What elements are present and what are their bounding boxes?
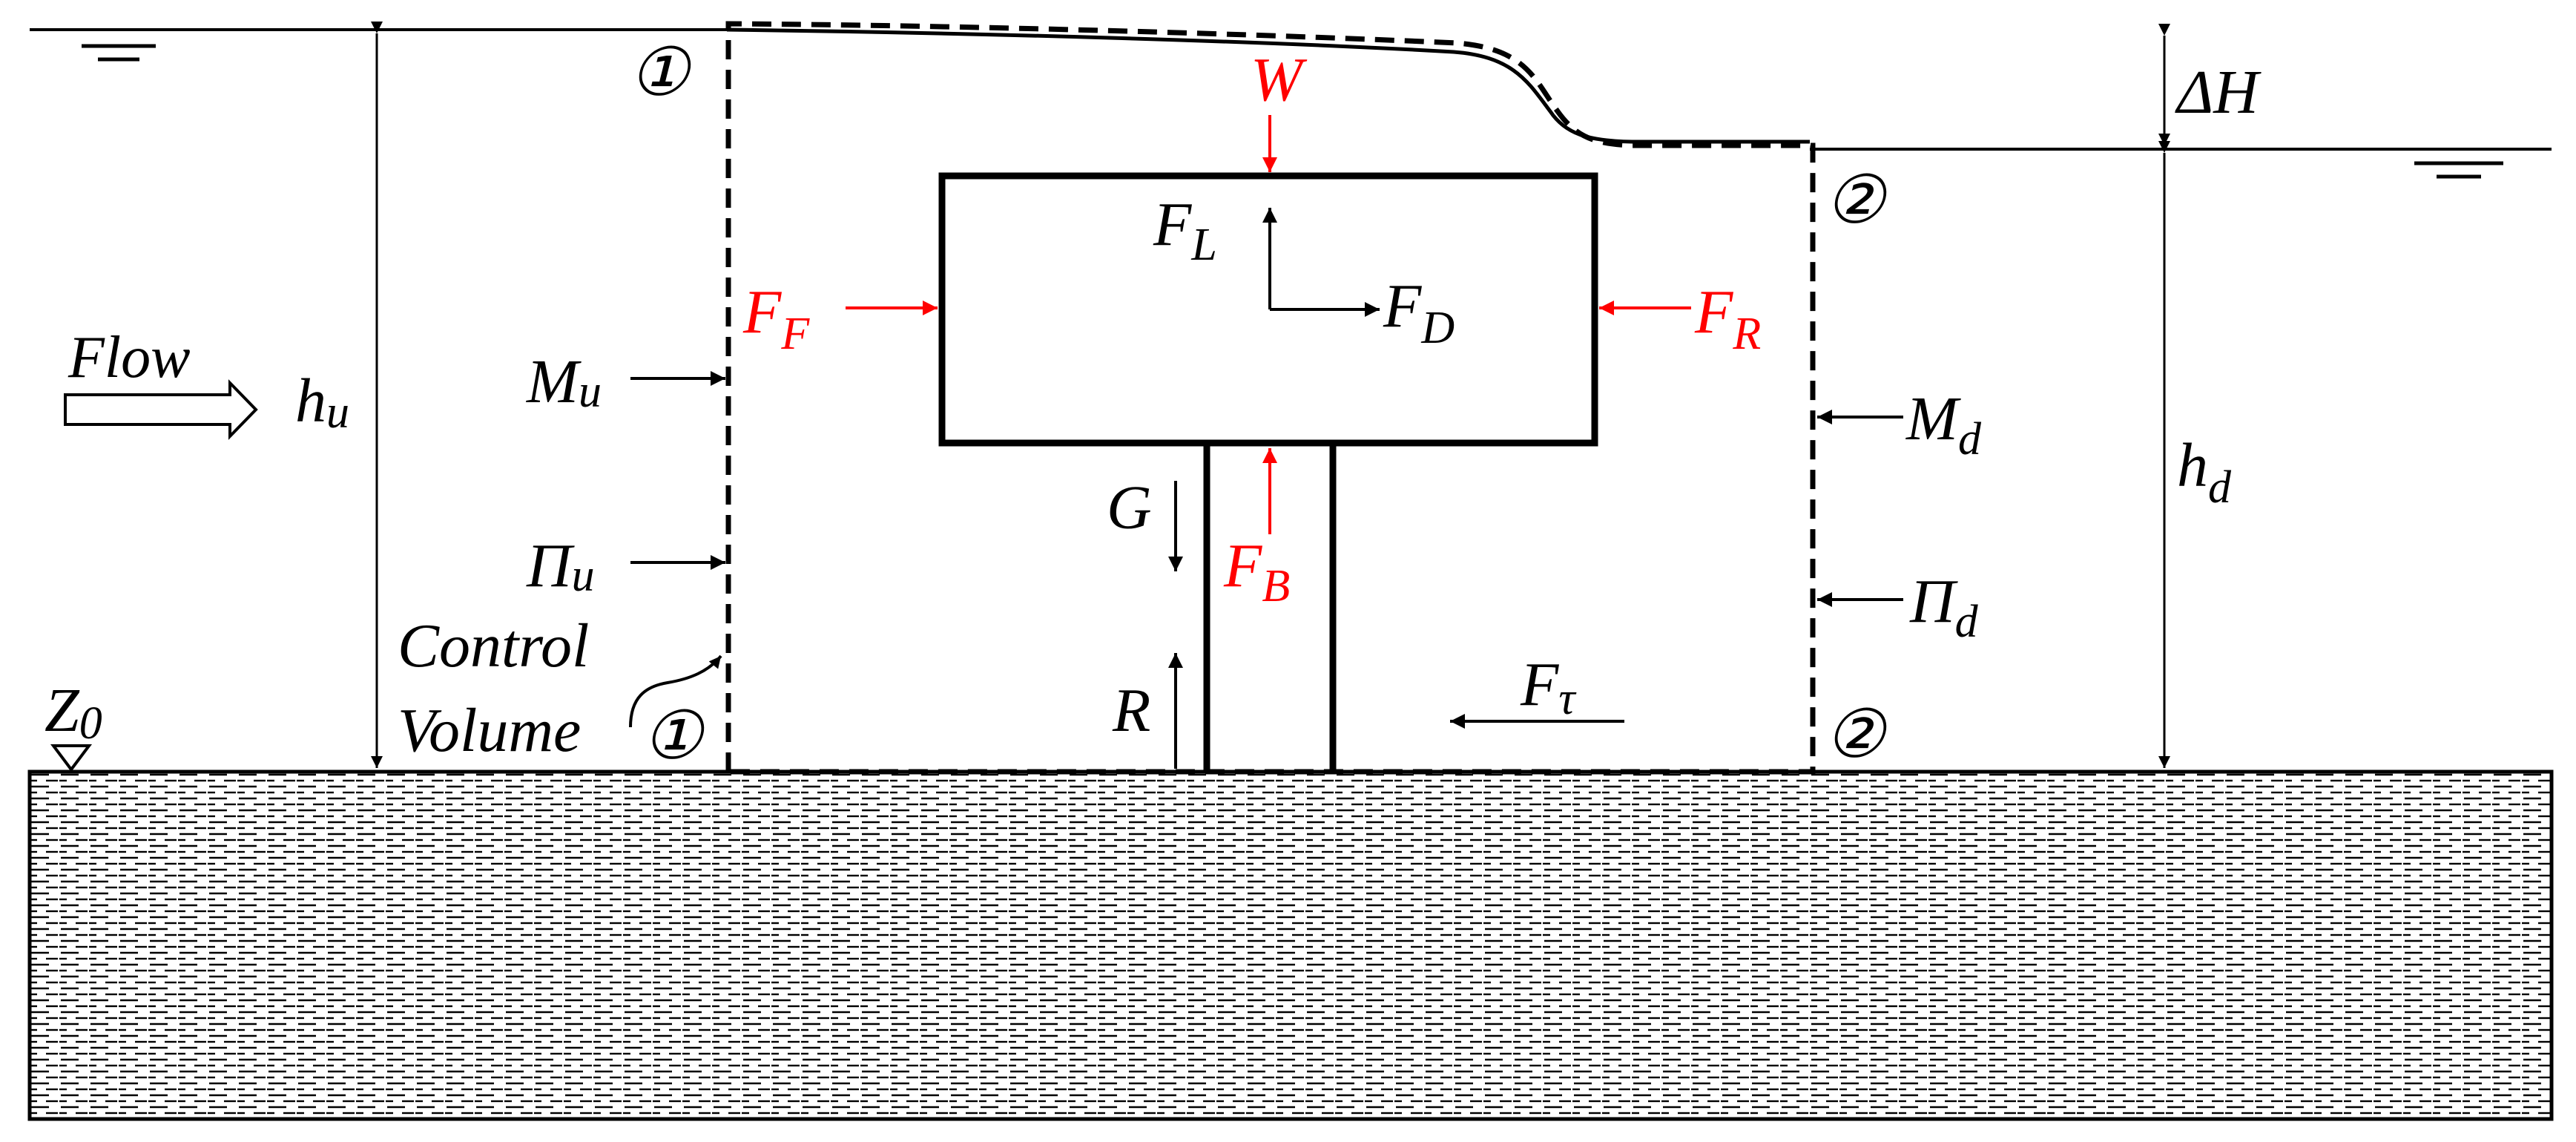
riverbed-hatched [27,769,2554,1121]
h-u-label: hu [295,367,349,438]
f-f-label: FF [742,278,810,359]
control-volume-label-line1: Control [398,611,589,680]
control-volume-boundary [725,21,1816,775]
f-tau-label: Fτ [1520,650,1577,724]
h-d-label: hd [2177,431,2232,513]
f-b-label: FB [1223,531,1290,611]
datum-triangle-icon [50,744,92,772]
section-2-label-bottom: ② [1825,698,1888,772]
r-label: R [1112,676,1150,745]
f-d-label: FD [1383,272,1455,353]
water-surface-symbol-icon [82,44,156,62]
control-volume-label-line2: Volume [398,696,581,765]
f-r-label: FR [1694,278,1761,359]
f-l-label: FL [1153,190,1217,270]
g-label: G [1107,473,1152,542]
section-1-label-top: ① [629,36,692,110]
w-label: W [1251,45,1308,114]
free-surface-profile [726,27,1810,144]
delta-h-label: ΔH [2175,58,2262,127]
control-volume-leader [629,654,722,728]
hollow-arrow-icon [64,379,258,440]
flow-label: Flow [67,325,190,390]
pi-u-label: Πu [526,531,595,601]
section-1-label-bottom: ① [642,700,705,773]
section-2-label-top: ② [1825,164,1888,237]
z0-label: Z0 [45,676,102,749]
bridge-pier [1203,443,1337,772]
water-surface-symbol-icon [2414,161,2503,179]
m-u-label: Mu [526,347,602,417]
m-d-label: Md [1905,384,1982,465]
pi-d-label: Πd [1909,567,1979,647]
